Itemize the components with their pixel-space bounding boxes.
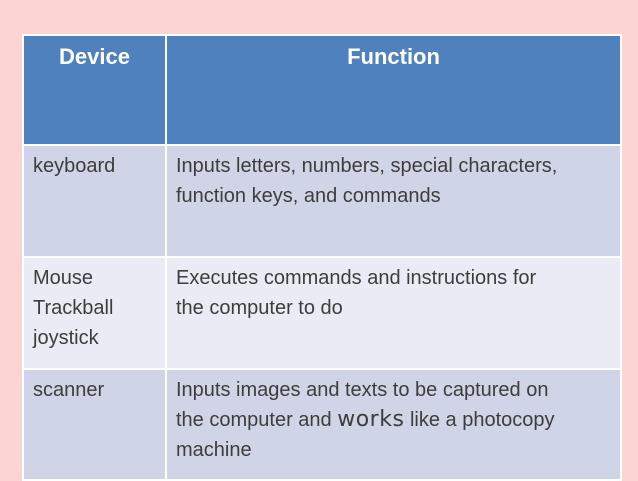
header-cell-function: Function [167, 36, 620, 144]
table-header-row: Device Function [24, 36, 620, 144]
text-segment: machine [176, 439, 252, 461]
text-segment: Trackball [33, 297, 114, 319]
device-function-table: Device Function keyboard Inputs letters,… [22, 34, 622, 481]
emphasized-word: works [337, 407, 405, 432]
text-segment: the computer to do [176, 297, 343, 319]
text-segment: like a photocopy [404, 409, 555, 431]
cell-device-keyboard: keyboard [24, 146, 165, 256]
text-segment: scanner [33, 379, 105, 401]
cell-function-scanner: Inputs images and texts to be captured o… [167, 370, 620, 479]
text-segment: keyboard [33, 155, 116, 177]
cell-function-keyboard: Inputs letters, numbers, special charact… [167, 146, 620, 256]
cell-device-scanner: scanner [24, 370, 165, 479]
table-row-scanner: scanner Inputs images and texts to be ca… [24, 370, 620, 479]
text-segment: Executes commands and instructions for [176, 267, 537, 289]
text-segment: Inputs letters, numbers, special charact… [176, 155, 558, 177]
header-cell-device: Device [24, 36, 165, 144]
table-row-keyboard: keyboard Inputs letters, numbers, specia… [24, 146, 620, 256]
text-segment: joystick [33, 327, 99, 349]
cell-function-mouse: Executes commands and instructions for th… [167, 258, 620, 368]
text-segment: the computer and [176, 409, 338, 431]
text-segment: function keys, and commands [176, 185, 441, 207]
text-segment: Inputs images and texts to be captured o… [176, 379, 549, 401]
text-segment: Mouse [33, 267, 94, 289]
